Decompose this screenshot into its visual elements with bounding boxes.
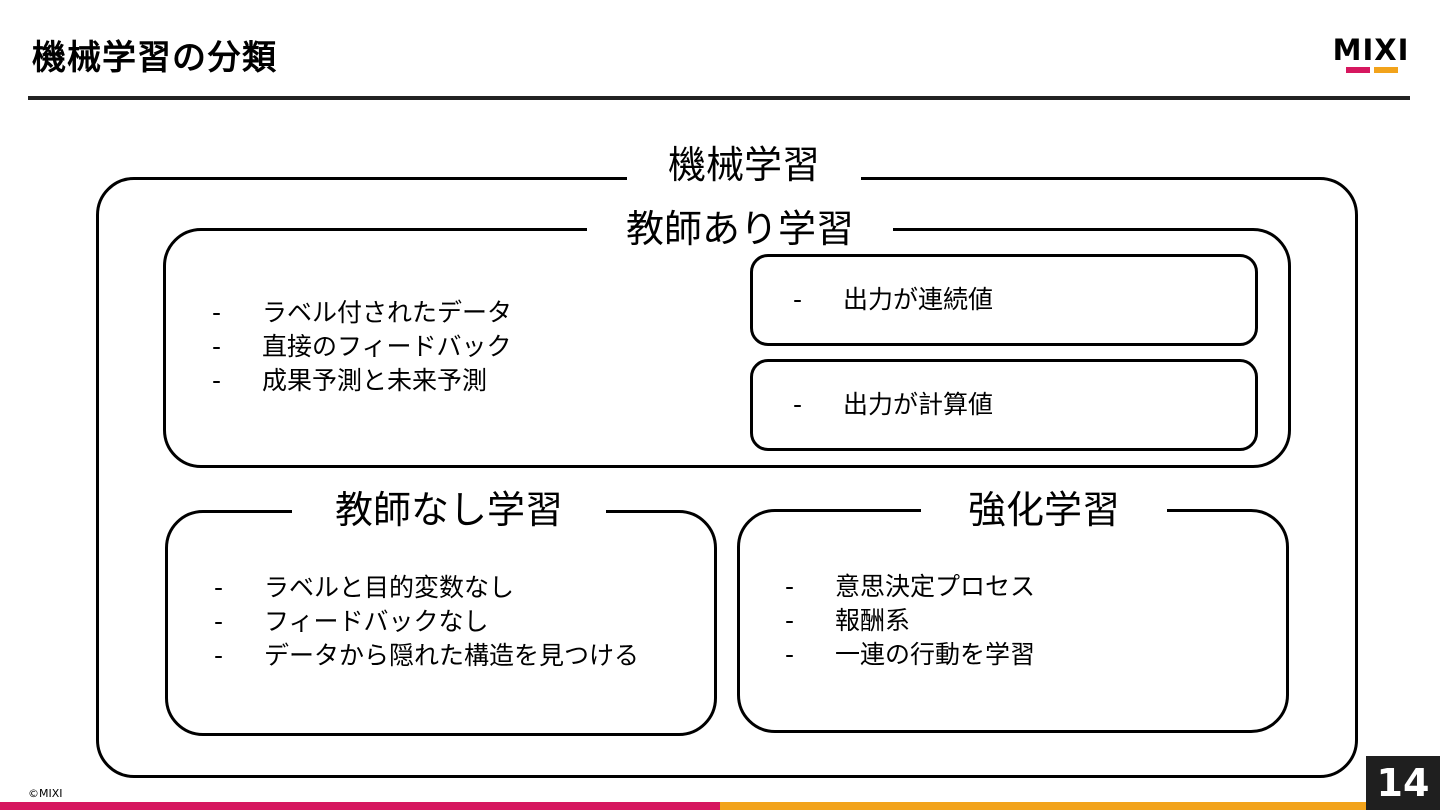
list-item: 直接のフィードバック: [212, 330, 512, 364]
logo-bar-magenta: [1346, 67, 1370, 73]
slide-title: 機械学習の分類: [32, 38, 277, 78]
list-item: ラベルと目的変数なし: [214, 571, 639, 605]
supervised-list: ラベル付されたデータ 直接のフィードバック 成果予測と未来予測: [212, 296, 512, 398]
title-divider: [28, 96, 1410, 100]
logo-bar-orange: [1374, 67, 1398, 73]
list-item: データから隠れた構造を見つける: [214, 639, 639, 673]
list-item: フィードバックなし: [214, 605, 639, 639]
list-item: 意思決定プロセス: [785, 570, 1035, 604]
logo-text: MIXI: [1332, 33, 1410, 67]
unsupervised-label: 教師なし学習: [292, 488, 606, 532]
regression-list: 出力が連続値: [793, 283, 993, 317]
list-item: 出力が連続値: [793, 283, 993, 317]
classification-list: 出力が計算値: [793, 388, 993, 422]
mixi-logo: MIXI: [1332, 36, 1410, 76]
supervised-label: 教師あり学習: [587, 207, 893, 251]
list-item: 報酬系: [785, 604, 1035, 638]
classification-box: [750, 359, 1258, 451]
list-item: ラベル付されたデータ: [212, 296, 512, 330]
page-number: 14: [1366, 756, 1440, 810]
reinforcement-list: 意思決定プロセス 報酬系 一連の行動を学習: [785, 570, 1035, 672]
copyright: ©MIXI: [28, 787, 63, 800]
unsupervised-list: ラベルと目的変数なし フィードバックなし データから隠れた構造を見つける: [214, 571, 639, 673]
list-item: 出力が計算値: [793, 388, 993, 422]
ml-label: 機械学習: [627, 143, 861, 187]
list-item: 一連の行動を学習: [785, 638, 1035, 672]
reinforcement-label: 強化学習: [921, 488, 1167, 532]
footer-bar-orange: [720, 802, 1366, 810]
regression-box: [750, 254, 1258, 346]
footer-bar-magenta: [0, 802, 720, 810]
list-item: 成果予測と未来予測: [212, 364, 512, 398]
